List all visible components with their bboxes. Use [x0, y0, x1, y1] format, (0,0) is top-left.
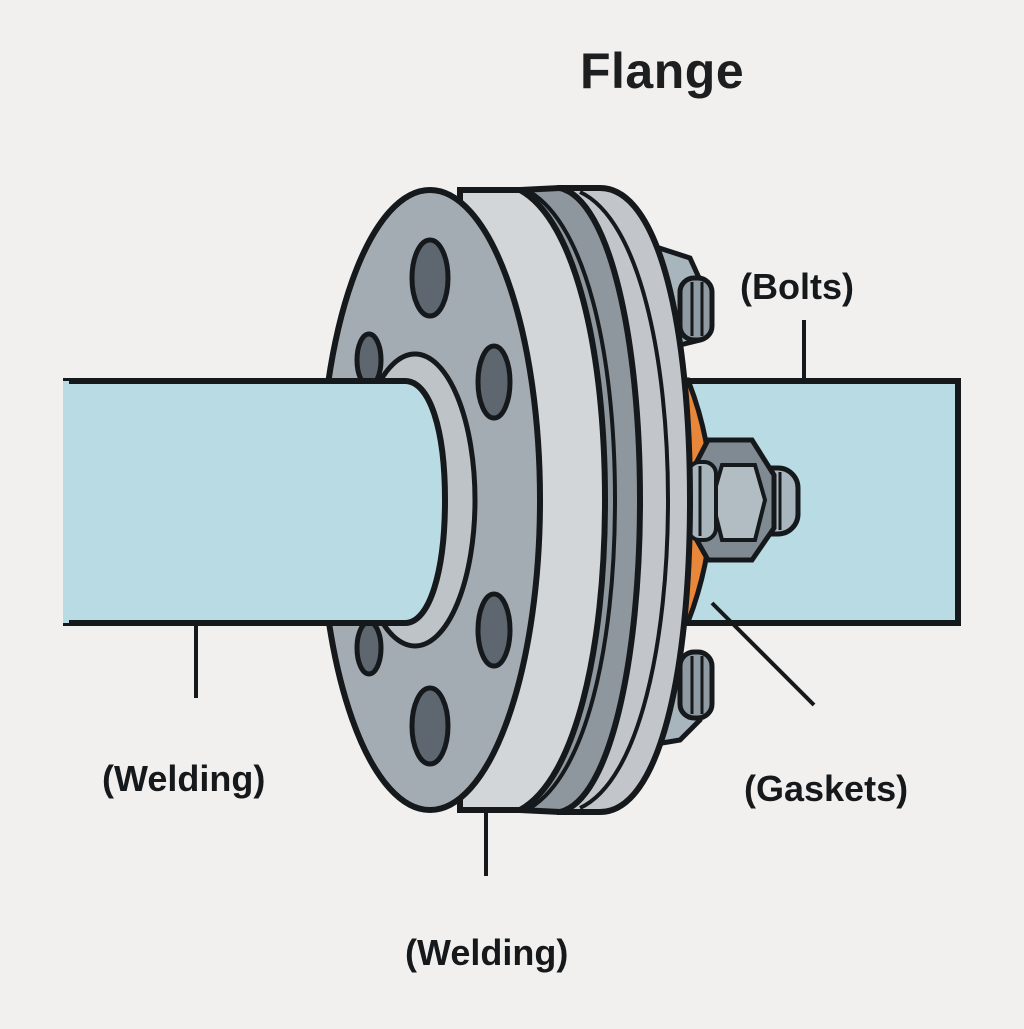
gaskets-leader-line [710, 601, 816, 707]
diagram-title: Flange [580, 43, 745, 99]
bolt-hole [475, 343, 513, 421]
pipe-left [63, 378, 449, 626]
bolt-hole [475, 591, 513, 669]
bolt-with-hex-nut [686, 437, 801, 563]
label-welding-left: (Welding) [102, 758, 266, 799]
bolt-hole [409, 237, 451, 319]
label-bolts: (Bolts) [740, 266, 854, 307]
label-welding-bottom: (Welding) [405, 932, 569, 973]
label-gaskets: (Gaskets) [744, 768, 909, 809]
bolt-hole [354, 619, 384, 677]
bolt-hole [409, 685, 451, 767]
